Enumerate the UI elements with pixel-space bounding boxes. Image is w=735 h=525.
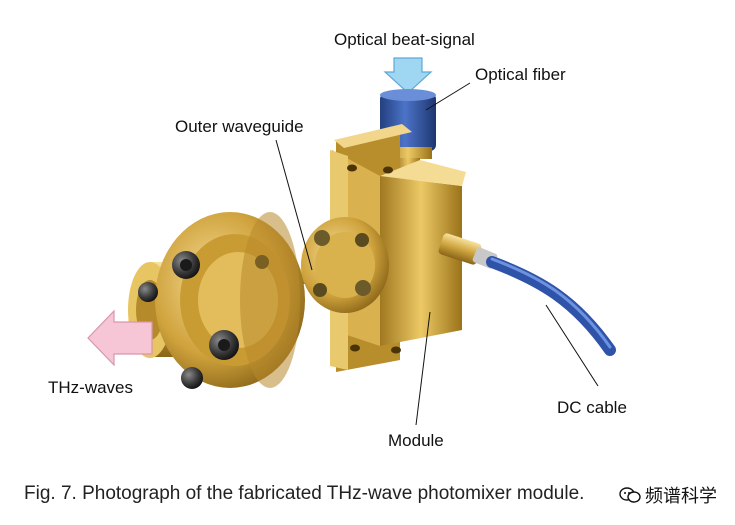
label-optical-fiber: Optical fiber — [475, 65, 566, 84]
dc-cable — [438, 233, 616, 356]
thz-waves-arrow — [87, 309, 153, 367]
figure-caption: Fig. 7. Photograph of the fabricated THz… — [24, 483, 585, 504]
label-dc-cable: DC cable — [557, 398, 627, 417]
label-optical-beat-signal: Optical beat-signal — [334, 30, 475, 49]
module-photograph — [87, 57, 616, 426]
leader-lines — [275, 82, 599, 426]
watermark: 频谱科学 — [617, 483, 719, 507]
watermark-text: 频谱科学 — [645, 486, 717, 507]
wechat-icon — [619, 487, 641, 503]
label-outer-waveguide: Outer waveguide — [175, 117, 304, 136]
waveguide-flange — [128, 212, 305, 389]
label-thz-waves: THz-waves — [48, 378, 134, 397]
label-module: Module — [388, 431, 444, 450]
optical-beat-signal-arrow — [383, 57, 433, 94]
